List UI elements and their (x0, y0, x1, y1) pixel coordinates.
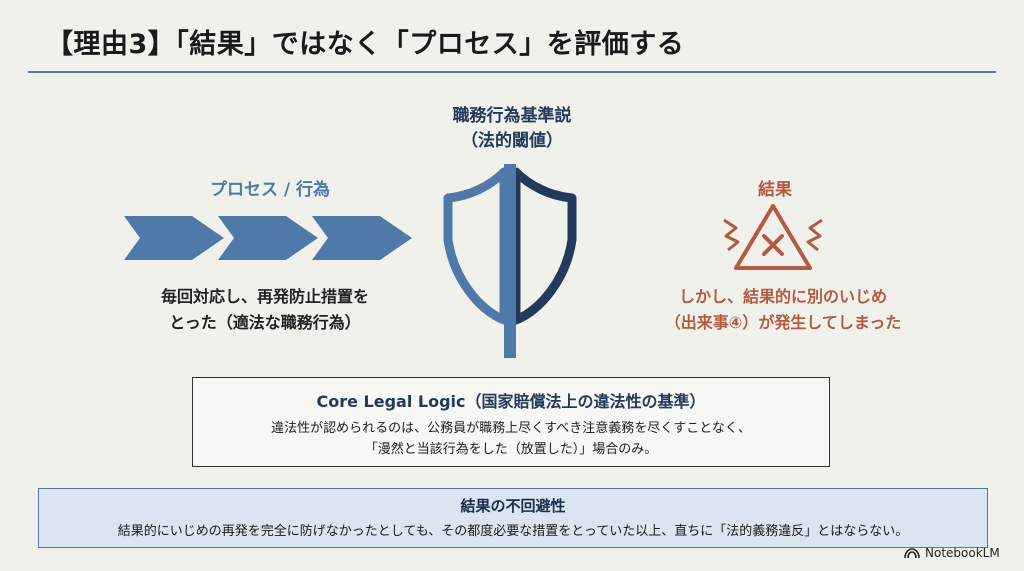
shield-label-line1: 職務行為基準説 (452, 106, 572, 126)
notebooklm-badge: NotebookLM (904, 543, 1000, 563)
badge-label: NotebookLM (925, 546, 1000, 560)
result-label: 結果 (758, 180, 792, 200)
shield-label-line2: （法的閾値） (461, 131, 563, 151)
process-text-line1: 毎回対応し、再発防止措置を (160, 287, 369, 306)
chevron-arrows-icon (124, 216, 412, 260)
process-text-line2: とった（適法な職務行為） (169, 313, 361, 332)
result-description: しかし、結果的に別のいじめ （出来事④）が発生してしまった (618, 284, 948, 336)
result-text-line1: しかし、結果的に別のいじめ (678, 287, 887, 306)
process-description: 毎回対応し、再発防止措置を とった（適法な職務行為） (100, 284, 430, 336)
core-logic-text: 違法性が認められるのは、公務員が職務上尽くすべき注意義務を尽くすことなく、 「漫… (193, 418, 829, 460)
core-logic-text-line2: 「漫然と当該行為をした（放置した）」場合のみ。 (364, 442, 658, 457)
notebooklm-logo-icon (904, 548, 920, 559)
shield-label: 職務行為基準説 （法的閾値） (412, 104, 612, 154)
warning-triangle-icon (723, 204, 823, 270)
result-text-line2: （出来事④）が発生してしまった (664, 313, 902, 332)
title-divider (28, 71, 996, 73)
core-logic-title: Core Legal Logic（国家賠償法上の違法性の基準） (316, 392, 706, 411)
inevitability-text: 結果的にいじめの再発を完全に防げなかったとしても、その都度必要な措置をとっていた… (117, 524, 909, 539)
inevitability-title: 結果の不回避性 (460, 497, 566, 515)
page-title: 【理由3】「結果」ではなく「プロセス」を評価する (46, 29, 685, 60)
core-logic-text-line1: 違法性が認められるのは、公務員が職務上尽くすべき注意義務を尽くすことなく、 (271, 421, 751, 436)
core-logic-box: Core Legal Logic（国家賠償法上の違法性の基準） 違法性が認められ… (192, 377, 830, 467)
shield-icon (443, 164, 577, 358)
inevitability-box: 結果の不回避性 結果的にいじめの再発を完全に防げなかったとしても、その都度必要な… (38, 488, 988, 548)
process-label: プロセス / 行為 (209, 180, 331, 200)
